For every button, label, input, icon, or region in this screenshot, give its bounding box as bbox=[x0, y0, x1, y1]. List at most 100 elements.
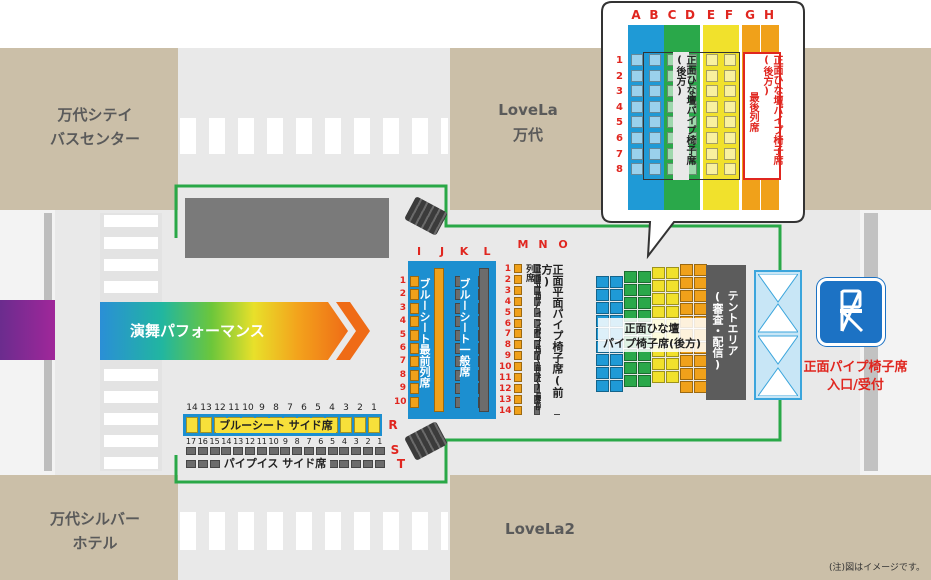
side-blue-num-7: 7 bbox=[287, 403, 293, 413]
inset-row-6: 6 bbox=[616, 133, 623, 144]
side-pipe-num-3: 3 bbox=[353, 437, 359, 446]
side-pipe-num-16: 16 bbox=[197, 437, 208, 446]
hina-label-1: 正面ひな壇 bbox=[624, 322, 680, 335]
seat bbox=[706, 54, 718, 66]
side-pipe-num-11: 11 bbox=[256, 437, 267, 446]
seat bbox=[596, 367, 609, 379]
tent-label-2: (審査・配信) bbox=[711, 290, 724, 371]
side-pipe-num-5: 5 bbox=[330, 437, 336, 446]
top-crosswalk bbox=[180, 118, 448, 154]
seat bbox=[514, 340, 522, 350]
seat bbox=[596, 380, 609, 392]
inset-main-label-box bbox=[673, 52, 689, 180]
performance-label: 演舞パフォーマンス bbox=[130, 322, 265, 340]
seat bbox=[706, 116, 718, 129]
inset-col-a: A bbox=[631, 8, 641, 22]
seat bbox=[706, 69, 718, 82]
seat bbox=[209, 447, 220, 455]
seat bbox=[724, 132, 736, 144]
seat bbox=[197, 460, 208, 468]
seat bbox=[638, 284, 651, 296]
il-row-6: 6 bbox=[399, 343, 406, 353]
note-text: (注)図はイメージです。 bbox=[829, 563, 925, 573]
seat bbox=[514, 362, 522, 372]
col-label-n: N bbox=[538, 238, 548, 251]
side-pipe-num-14: 14 bbox=[221, 437, 232, 446]
seat bbox=[534, 362, 540, 372]
inset-row-1: 1 bbox=[616, 55, 623, 66]
il-row-2: 2 bbox=[399, 289, 406, 300]
seat bbox=[186, 447, 196, 455]
seat bbox=[666, 371, 679, 383]
seat bbox=[339, 447, 350, 455]
folding-chair-icon bbox=[817, 278, 885, 346]
inset-col-e: E bbox=[706, 8, 716, 22]
inset-middle-frame bbox=[643, 52, 740, 180]
seat bbox=[631, 69, 643, 82]
seat bbox=[624, 297, 637, 309]
seat bbox=[410, 289, 419, 301]
mno-row-7: 7 bbox=[504, 329, 511, 340]
mno-row-4: 4 bbox=[504, 296, 511, 307]
side-pipe-num-13: 13 bbox=[233, 437, 244, 446]
side-pipe-num-12: 12 bbox=[244, 437, 256, 446]
side-blue-num-14: 14 bbox=[186, 403, 198, 413]
seat bbox=[514, 296, 522, 306]
seat bbox=[649, 147, 661, 160]
seat bbox=[631, 116, 643, 129]
bus-center-label-1: 万代シテイ bbox=[57, 106, 133, 124]
mno-row-2: 2 bbox=[504, 274, 511, 285]
seat bbox=[410, 302, 419, 314]
seat bbox=[724, 85, 736, 98]
seat bbox=[256, 447, 267, 455]
side-pipe-num-4: 4 bbox=[341, 437, 347, 446]
seat bbox=[706, 132, 718, 144]
inset-row-4: 4 bbox=[616, 101, 623, 113]
row-s-label: S bbox=[390, 443, 400, 457]
seat bbox=[514, 373, 522, 382]
mno-row-5: 5 bbox=[504, 307, 511, 318]
seat bbox=[514, 264, 522, 273]
blue-front-label: ブルーシート最前列席 bbox=[418, 278, 431, 388]
hina-label-box bbox=[598, 318, 706, 352]
seat bbox=[410, 329, 419, 341]
inset-row-8: 8 bbox=[616, 164, 623, 176]
seat bbox=[374, 447, 385, 455]
seat bbox=[410, 356, 419, 368]
seat bbox=[724, 116, 736, 129]
il-row-9: 9 bbox=[399, 383, 406, 394]
inset-col-h: H bbox=[763, 8, 775, 22]
seat bbox=[534, 274, 540, 284]
seat bbox=[354, 417, 366, 433]
seat bbox=[514, 394, 522, 404]
il-row-7: 7 bbox=[399, 356, 406, 367]
seat bbox=[680, 355, 693, 367]
seat bbox=[680, 264, 693, 276]
mno-row-3: 3 bbox=[504, 285, 511, 296]
side-blue-num-8: 8 bbox=[273, 403, 279, 413]
seat bbox=[631, 100, 643, 113]
seat bbox=[596, 276, 609, 288]
seat bbox=[351, 447, 362, 455]
seat bbox=[534, 318, 540, 328]
seat bbox=[652, 306, 665, 318]
seat bbox=[534, 340, 540, 350]
seat bbox=[514, 274, 522, 284]
seat bbox=[624, 375, 637, 387]
col-label-j: J bbox=[439, 245, 445, 258]
seat bbox=[221, 447, 232, 455]
seat bbox=[638, 375, 651, 387]
row-r-label: R bbox=[388, 418, 398, 432]
bottom-crosswalk bbox=[180, 512, 448, 550]
seat bbox=[638, 271, 651, 283]
seat bbox=[610, 380, 623, 392]
seat bbox=[186, 460, 196, 468]
seat bbox=[652, 293, 665, 305]
seat bbox=[680, 368, 693, 380]
seat bbox=[649, 132, 661, 144]
seat bbox=[652, 267, 665, 279]
silver-hotel-label-2: ホテル bbox=[72, 534, 118, 552]
row-t-label: T bbox=[396, 457, 406, 471]
seat bbox=[351, 460, 362, 468]
side-blue-num-11: 11 bbox=[228, 403, 240, 413]
